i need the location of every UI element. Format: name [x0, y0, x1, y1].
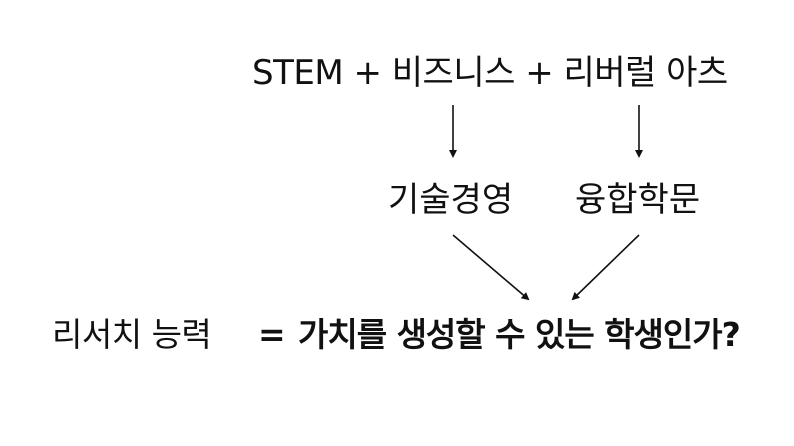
top-formula-text: STEM + 비즈니스 + 리버럴 아츠: [252, 53, 728, 93]
equals-sign: =: [258, 315, 286, 354]
convergence-studies-label: 융합학문: [575, 180, 701, 220]
arrow-diagonal-left-icon: [452, 234, 530, 301]
value-creation-question: 가치를 생성할 수 있는 학생인가?: [298, 315, 741, 354]
research-ability-label: 리서치 능력: [52, 315, 212, 354]
tech-management-label: 기술경영: [388, 180, 514, 220]
arrow-diagonal-right-icon: [571, 234, 640, 301]
